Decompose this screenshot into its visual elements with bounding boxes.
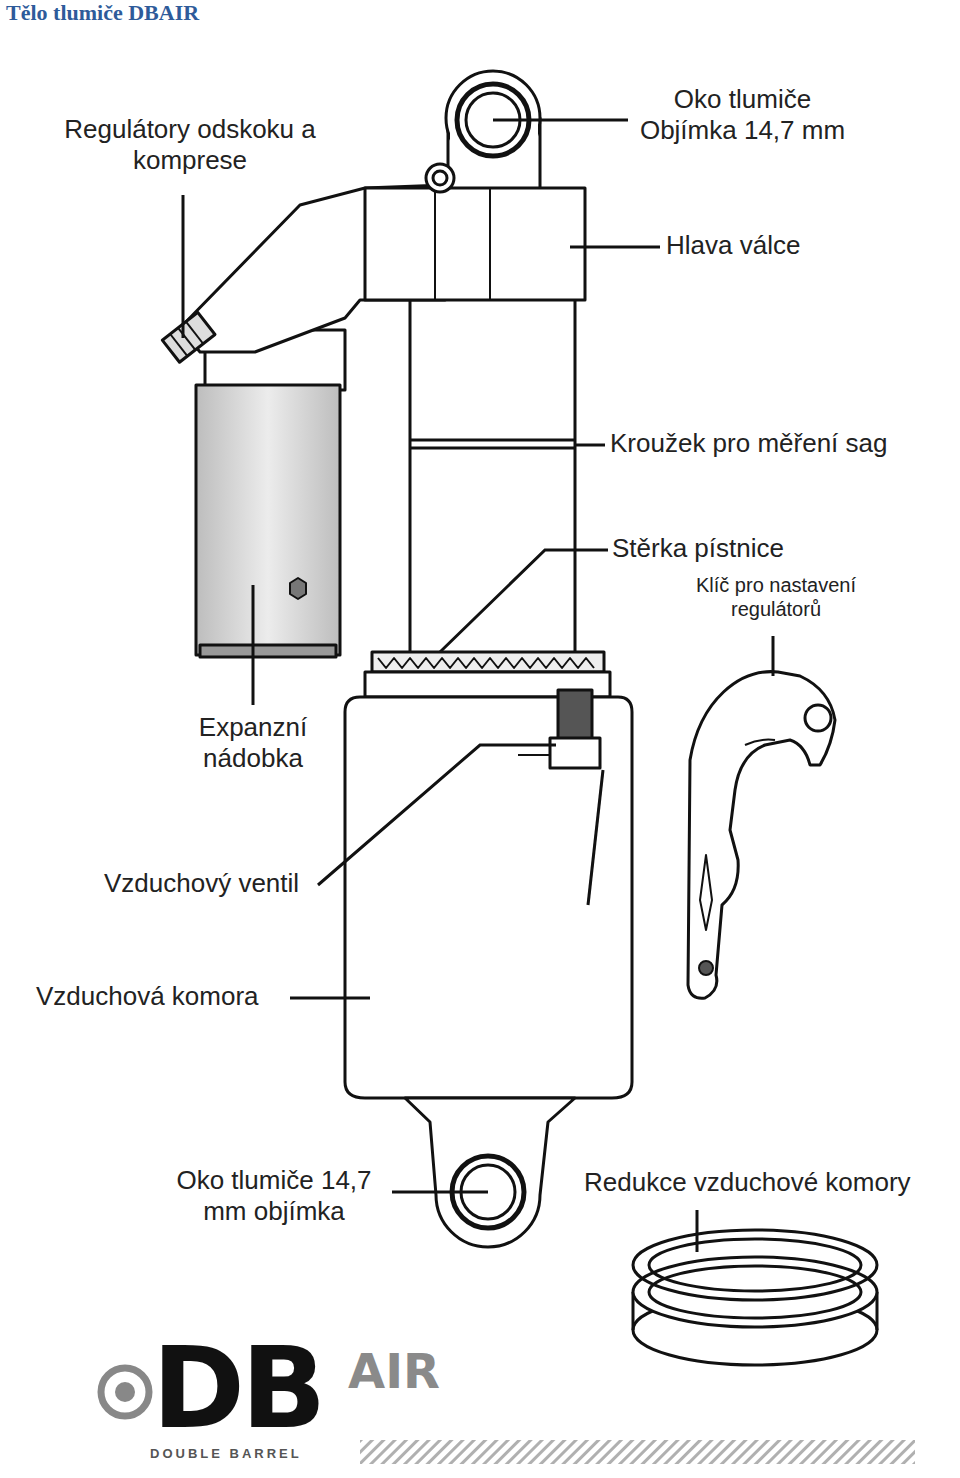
part-label: Vzduchový ventil bbox=[104, 868, 299, 899]
part-label: Regulátory odskoku a komprese bbox=[40, 114, 340, 176]
part-label: Hlava válce bbox=[666, 230, 800, 261]
part-label: Oko tlumiče 14,7 mm objímka bbox=[160, 1165, 388, 1227]
logo-text: DB bbox=[152, 1332, 322, 1444]
part-label: Stěrka pístnice bbox=[612, 533, 784, 564]
part-label: Redukce vzduchové komory bbox=[584, 1167, 911, 1198]
part-label: Kroužek pro měření sag bbox=[610, 428, 887, 459]
logo-subtitle: DOUBLE BARREL bbox=[150, 1447, 302, 1460]
part-label: Vzduchová komora bbox=[36, 981, 259, 1012]
logo-text: AIR bbox=[348, 1347, 440, 1395]
part-label: Oko tlumiče Objímka 14,7 mm bbox=[630, 84, 855, 146]
part-label: Klíč pro nastavení regulátorů bbox=[676, 573, 876, 621]
page-title: Tělo tlumiče DBAIR bbox=[6, 0, 199, 26]
part-label: Expanzní nádobka bbox=[176, 712, 330, 774]
